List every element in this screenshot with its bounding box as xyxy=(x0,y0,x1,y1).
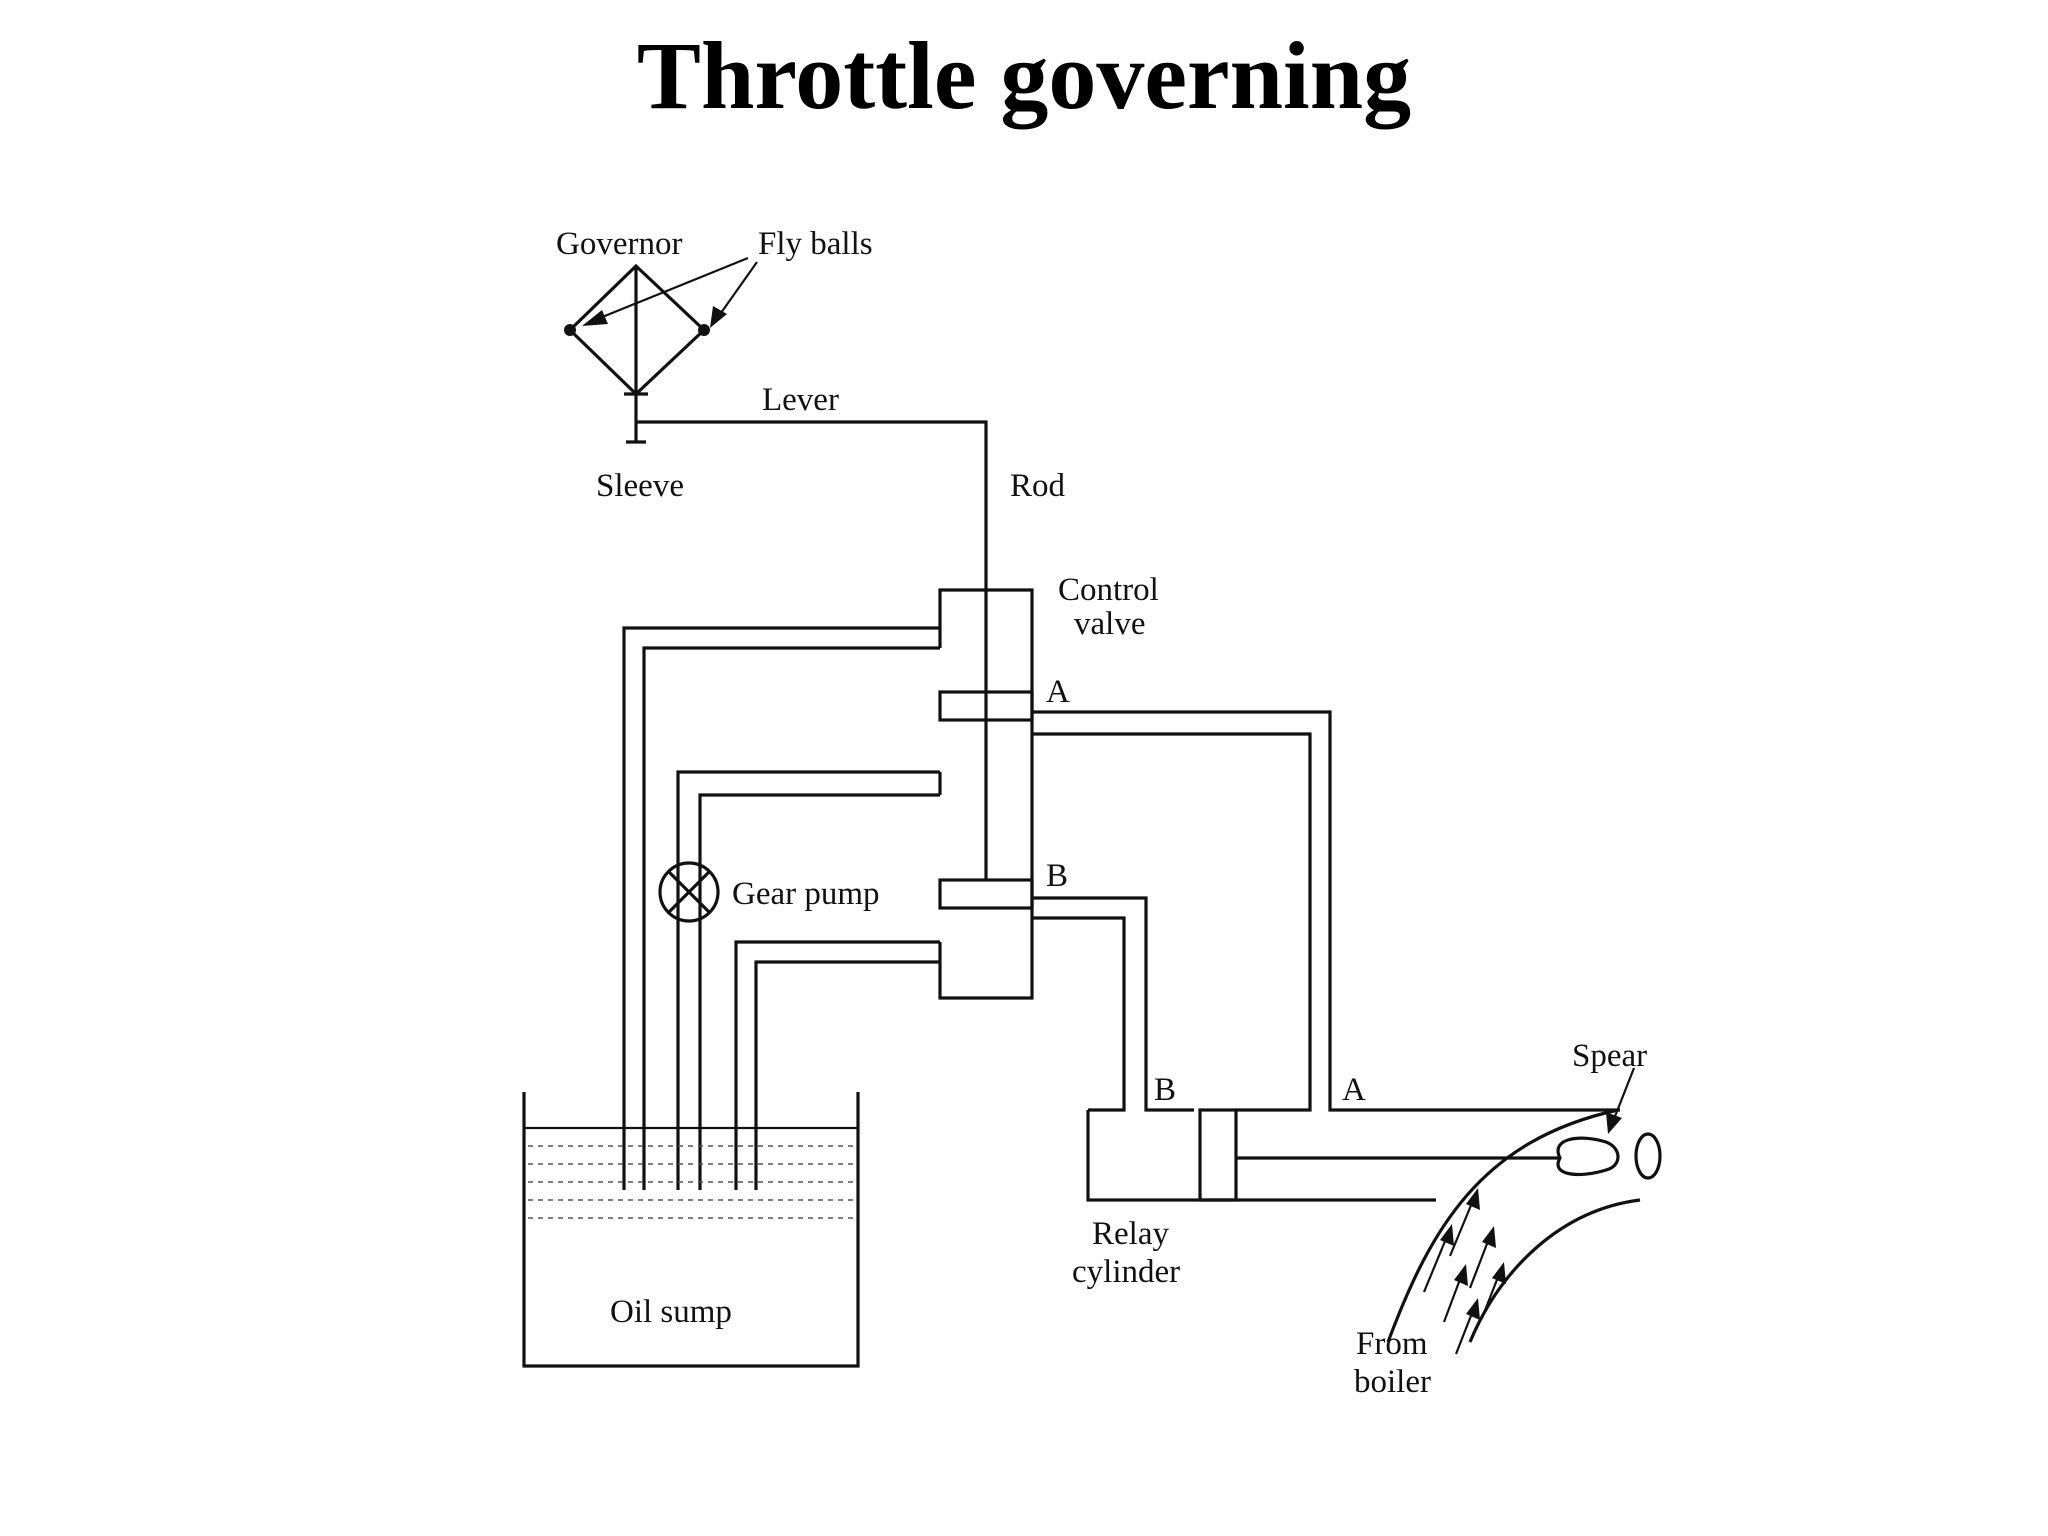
steam-pipe xyxy=(1386,1108,1662,1343)
label-from-boiler-2: boiler xyxy=(1354,1364,1431,1400)
sleeve xyxy=(626,420,646,444)
label-port-a-cylinder: A xyxy=(1342,1072,1366,1108)
spear xyxy=(1556,1067,1636,1177)
lever xyxy=(636,420,988,590)
label-rod: Rod xyxy=(1010,468,1066,504)
pipe-top-drain xyxy=(622,626,940,1190)
relay-cylinder xyxy=(1086,1108,1560,1202)
governor xyxy=(567,263,707,420)
label-control-valve-1: Control xyxy=(1058,572,1159,608)
label-from-boiler-1: From xyxy=(1356,1326,1428,1362)
valve-piston-a xyxy=(938,690,1034,722)
oil-sump xyxy=(522,1092,860,1368)
pipe-pump-delivery xyxy=(676,770,940,1190)
pipe-bottom-drain xyxy=(734,940,940,1190)
label-sleeve: Sleeve xyxy=(596,468,684,504)
label-oil-sump: Oil sump xyxy=(610,1294,732,1330)
pipe-a xyxy=(1032,710,1620,1112)
control-valve xyxy=(938,588,1034,1000)
label-relay-cylinder-1: Relay xyxy=(1092,1216,1169,1252)
label-fly-balls: Fly balls xyxy=(758,226,873,262)
fly-balls xyxy=(564,324,710,336)
label-control-valve-2: valve xyxy=(1074,606,1145,642)
fly-balls-leader-arrows xyxy=(582,256,758,328)
nozzle-outlet xyxy=(1634,1132,1662,1180)
fly-ball-right xyxy=(698,324,710,336)
fly-ball-left xyxy=(564,324,576,336)
label-port-b-cylinder: B xyxy=(1154,1072,1176,1108)
label-port-a-valve: A xyxy=(1046,674,1070,710)
valve-piston-b xyxy=(938,878,1034,910)
label-lever: Lever xyxy=(762,382,839,418)
steam-flow-arrows xyxy=(1422,1188,1506,1355)
label-spear: Spear xyxy=(1572,1038,1647,1074)
label-gear-pump: Gear pump xyxy=(732,876,880,912)
pipe-b xyxy=(1032,896,1194,1112)
relay-piston xyxy=(1198,1108,1238,1202)
label-governor: Governor xyxy=(556,226,682,262)
gear-pump xyxy=(658,861,720,923)
label-port-b-valve: B xyxy=(1046,858,1068,894)
page-title: Throttle governing xyxy=(636,22,1412,129)
label-relay-cylinder-2: cylinder xyxy=(1072,1254,1180,1290)
